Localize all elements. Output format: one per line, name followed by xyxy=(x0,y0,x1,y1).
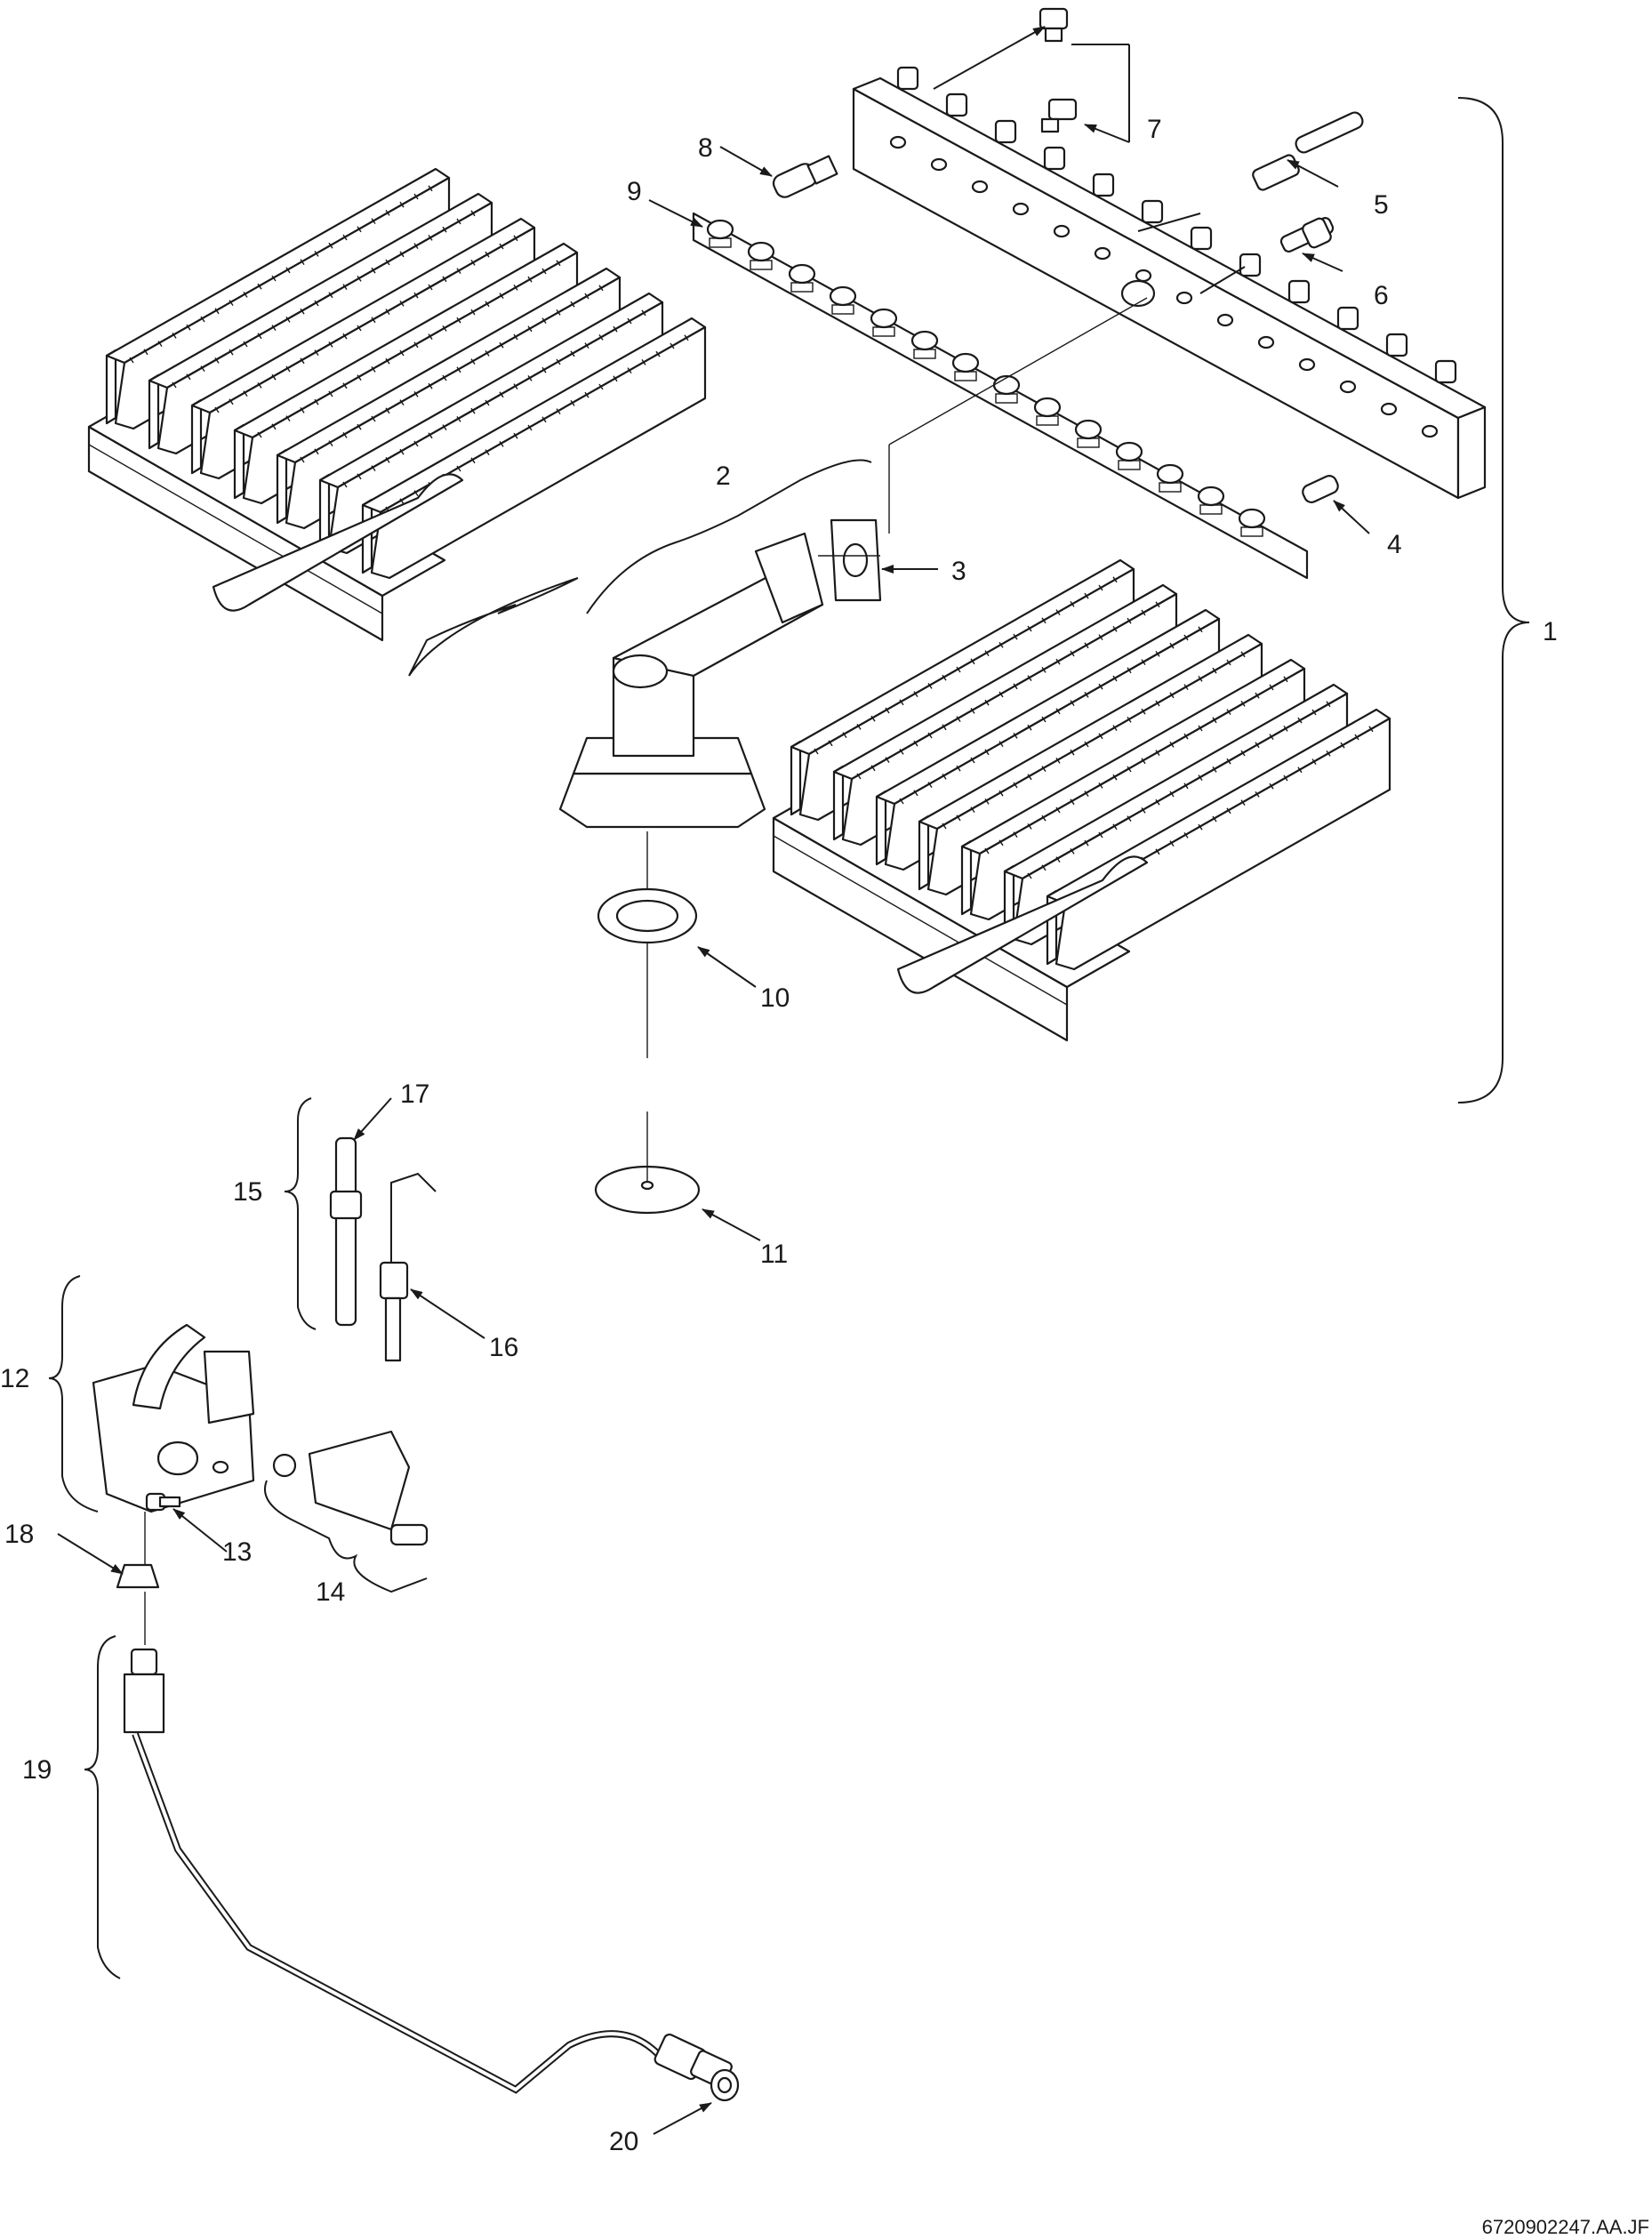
elbow-fitting xyxy=(558,532,824,829)
callout-13: 13 xyxy=(222,1537,252,1567)
plug-4 xyxy=(1302,475,1339,503)
pilot-burner xyxy=(92,1323,255,1513)
callout-11: 11 xyxy=(760,1240,788,1269)
callout-8: 8 xyxy=(698,133,713,163)
callout-3: 3 xyxy=(951,557,966,586)
callout-19: 19 xyxy=(22,1755,52,1785)
callout-5: 5 xyxy=(1374,190,1389,220)
leader-lines xyxy=(57,26,1370,2135)
bracket-14 xyxy=(272,1430,429,1546)
callout-2: 2 xyxy=(716,461,731,491)
manifold-rail xyxy=(852,66,1487,500)
brace-12 xyxy=(48,1275,99,1513)
callout-1: 1 xyxy=(1543,617,1558,646)
gasket-strip xyxy=(692,212,1309,580)
callout-9: 9 xyxy=(627,177,642,206)
brace-2-curve xyxy=(586,459,872,614)
callout-18: 18 xyxy=(4,1520,34,1549)
callout-15: 15 xyxy=(233,1177,262,1207)
callout-labels: 1 2 3 4 5 6 7 8 9 10 11 12 13 14 15 16 1… xyxy=(0,115,1558,2156)
brace-19 xyxy=(84,1635,121,1979)
brace-14 xyxy=(264,1480,428,1593)
callout-12: 12 xyxy=(0,1364,29,1393)
callout-6: 6 xyxy=(1374,281,1389,310)
injector-cone-18 xyxy=(116,1563,160,1589)
callout-4: 4 xyxy=(1387,530,1402,559)
brace-15 xyxy=(284,1097,317,1330)
screw-6 xyxy=(1279,217,1335,253)
callout-17: 17 xyxy=(400,1079,429,1109)
injector-5 xyxy=(1252,111,1364,191)
document-reference: 6720902247.AA.JF xyxy=(1482,2216,1649,2238)
callout-20: 20 xyxy=(609,2127,638,2156)
callout-10: 10 xyxy=(760,983,790,1013)
brace-2 xyxy=(408,577,579,677)
callout-14: 14 xyxy=(316,1577,345,1607)
sensor-16 xyxy=(379,1172,437,1362)
left-burner-block xyxy=(87,167,707,642)
screw-7-mid xyxy=(1040,98,1078,133)
electrode-17 xyxy=(329,1136,363,1327)
right-burner-block xyxy=(772,558,1391,1042)
brace-1 xyxy=(1457,97,1530,1103)
injector-8 xyxy=(772,155,838,198)
screw-7-top xyxy=(1039,7,1069,43)
pilot-supply-pipe xyxy=(123,1648,733,2094)
square-gasket xyxy=(830,518,882,602)
callout-7: 7 xyxy=(1147,115,1162,144)
callout-16: 16 xyxy=(489,1333,518,1362)
